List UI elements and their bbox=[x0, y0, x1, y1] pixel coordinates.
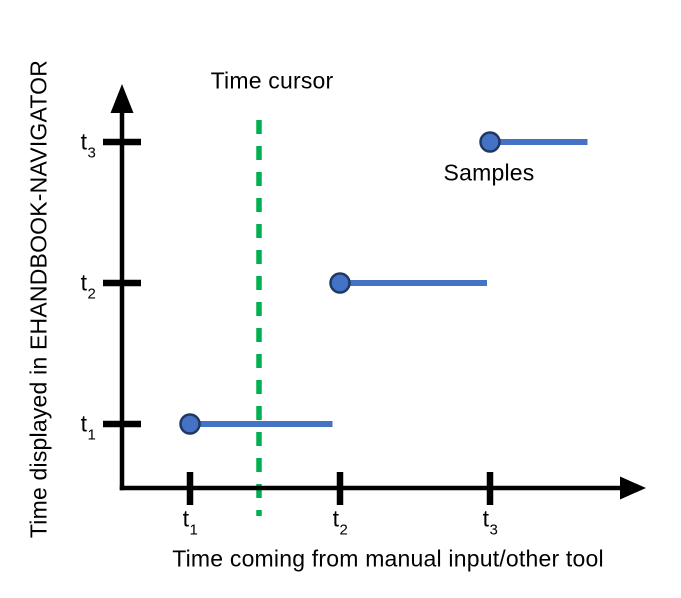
x-axis-title: Time coming from manual input/other tool bbox=[172, 545, 604, 572]
samples-label: Samples bbox=[443, 159, 535, 186]
x-tick-label-t1-base: t bbox=[182, 505, 190, 532]
y-tick-label-t3-base: t bbox=[80, 128, 88, 155]
x-tick-label-t3-base: t bbox=[482, 505, 490, 532]
y-tick-label-t1: t1 bbox=[80, 410, 96, 443]
x-tick-label-t1-sub: 1 bbox=[189, 521, 198, 539]
y-tick-label-t2-base: t bbox=[80, 269, 88, 296]
x-tick-label-t2-sub: 2 bbox=[339, 521, 348, 539]
x-tick-label-t3: t3 bbox=[482, 505, 498, 538]
x-tick-label-t2: t2 bbox=[332, 505, 348, 538]
x-tick-label-t2-base: t bbox=[332, 505, 340, 532]
sample-point-1 bbox=[179, 413, 201, 435]
x-tick-label-t3-sub: 3 bbox=[489, 521, 498, 539]
y-axis-title: Time displayed in EHANDBOOK-NAVIGATOR bbox=[25, 59, 52, 539]
y-tick-label-t1-base: t bbox=[80, 410, 88, 437]
x-tick-label-t1: t1 bbox=[182, 505, 198, 538]
sample-point-3 bbox=[479, 131, 501, 153]
time-cursor-label: Time cursor bbox=[210, 67, 334, 94]
y-tick-label-t2-sub: 2 bbox=[87, 285, 96, 303]
y-tick-label-t2: t2 bbox=[80, 269, 96, 302]
sample-point-2 bbox=[329, 272, 351, 294]
y-tick-label-t1-sub: 1 bbox=[87, 426, 96, 444]
y-axis-arrowhead bbox=[110, 84, 134, 113]
y-tick-label-t3: t3 bbox=[80, 128, 96, 161]
x-axis-arrowhead bbox=[620, 476, 646, 500]
y-tick-label-t3-sub: 3 bbox=[87, 144, 96, 162]
